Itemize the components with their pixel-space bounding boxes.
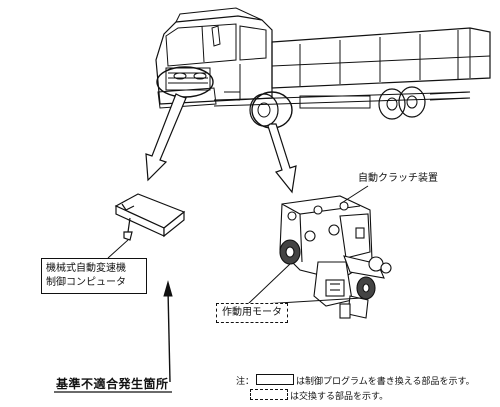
nonconformity-arrow [163,280,173,383]
legend-program-text: は制御プログラムを書き換える部品を示す。 [296,377,475,387]
clutch-device-illustration [279,195,392,319]
clutch-leader-line [339,185,369,205]
legend-dashed-swatch [250,389,288,400]
clutch-label: 自動クラッチ装置 [358,173,438,184]
nonconformity-label: 基準不適合発生箇所 [56,377,169,391]
legend-note-dashed: は交換する部品を示す。 [248,389,388,403]
ecu-label-line2: 制御コンピュータ [46,277,126,288]
ecu-leader-line [107,239,129,259]
ecu-location-highlight [156,66,214,98]
ecu-label-box: 機械式自動変速機 制御コンピュータ [41,258,147,294]
truck-illustration [155,7,491,127]
legend-solid-swatch [256,374,295,385]
legend-prefix: 注： [236,377,255,387]
arrow-to-ecu [145,93,187,182]
ecu-illustration [114,193,186,241]
arrow-to-clutch [267,123,297,194]
legend-replace-text: は交換する部品を示す。 [290,392,389,402]
legend-note-solid: 注： は制御プログラムを書き換える部品を示す。 [236,374,475,388]
motor-leader-line-1 [247,263,291,305]
motor-label-box: 作動用モータ [216,303,288,323]
motor-label: 作動用モータ [222,307,282,318]
ecu-label-line1: 機械式自動変速機 [46,263,126,274]
